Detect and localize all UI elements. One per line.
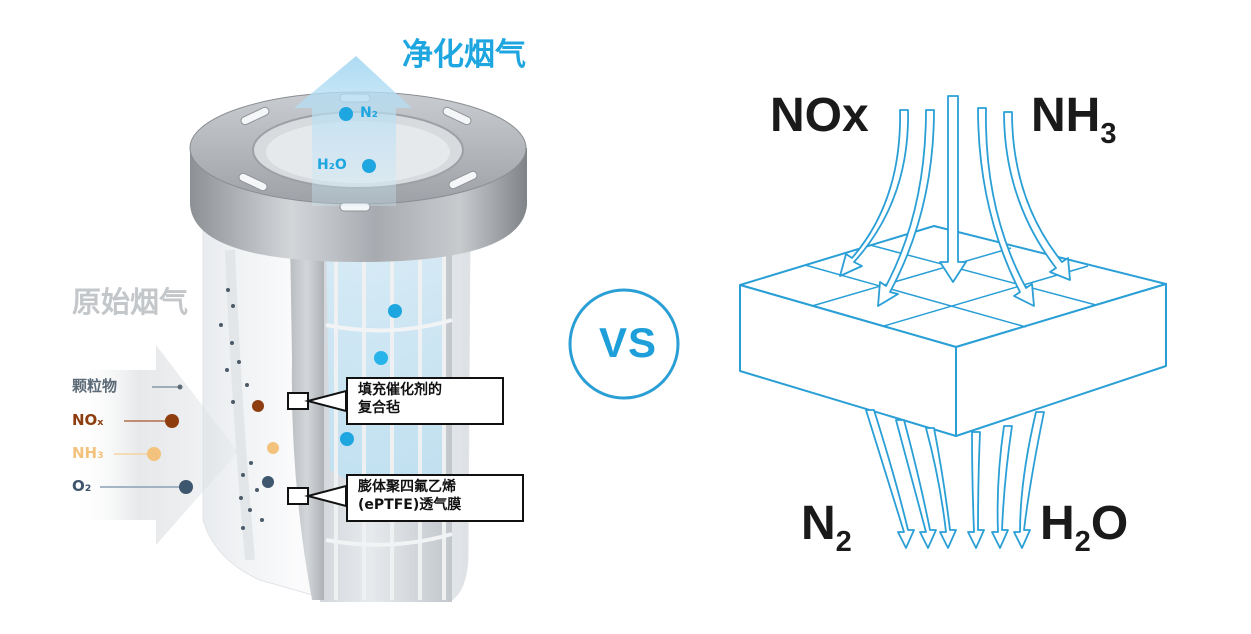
- formula-base: N: [801, 497, 836, 550]
- molecule-dot: [374, 351, 388, 365]
- callout-line: (ePTFE)透气膜: [358, 497, 462, 513]
- raw-gas-inflow-arrow: [72, 345, 238, 545]
- product-outflow-arrows: [865, 409, 1045, 549]
- n2-output-label: N2: [801, 500, 852, 557]
- o2-label: O₂: [72, 477, 92, 495]
- callout-line: 填充催化剂的: [358, 382, 442, 398]
- raw-gas-particles: [219, 288, 279, 530]
- formula-base: NH: [1031, 89, 1101, 142]
- h2o-output-label: H2O: [1040, 500, 1128, 557]
- formula-subscript: 2: [1074, 526, 1091, 558]
- clean-gas-title: 净化烟气: [402, 37, 526, 73]
- n2-molecule-dot: [339, 107, 353, 121]
- callout-line: 膨体聚四氟乙烯: [358, 479, 456, 495]
- vs-circle: [568, 288, 680, 400]
- catalyst-felt-callout: 填充催化剂的 复合毡: [346, 377, 504, 425]
- h2o-molecule-dot: [362, 159, 376, 173]
- particle-legend-markers: [100, 384, 193, 494]
- formula-tail: O: [1090, 497, 1129, 550]
- nh3-label: NH₃: [72, 444, 104, 462]
- bag-fold-shadow: [225, 249, 255, 561]
- eptfe-membrane-callout: 膨体聚四氟乙烯 (ePTFE)透气膜: [346, 474, 524, 522]
- ptfe-membrane-core: [326, 236, 446, 495]
- catalyst-felt-layer: [290, 236, 324, 600]
- nh3-input-label: NH3: [1031, 92, 1116, 149]
- clean-gas-outflow-arrow: [294, 56, 412, 206]
- callout-pointers: [287, 389, 347, 508]
- vs-label: VS: [599, 319, 658, 366]
- formula-base: H: [1040, 497, 1075, 550]
- formula-base: NOx: [770, 89, 869, 142]
- molecule-dot: [388, 304, 402, 318]
- formula-subscript: 2: [835, 526, 852, 558]
- particulate-label: 颗粒物: [72, 377, 118, 395]
- raw-gas-title: 原始烟气: [72, 285, 189, 319]
- callout-line: 复合毡: [358, 400, 400, 416]
- reactant-inflow-arrows: [839, 95, 1071, 307]
- nox-input-label: NOx: [770, 92, 869, 140]
- molecule-dot: [340, 432, 354, 446]
- nox-label: NOₓ: [72, 411, 104, 429]
- formula-subscript: 3: [1100, 118, 1117, 150]
- n2-molecule-label: N₂: [360, 105, 378, 121]
- h2o-molecule-label: H₂O: [317, 157, 347, 173]
- cage-rings: [325, 318, 453, 547]
